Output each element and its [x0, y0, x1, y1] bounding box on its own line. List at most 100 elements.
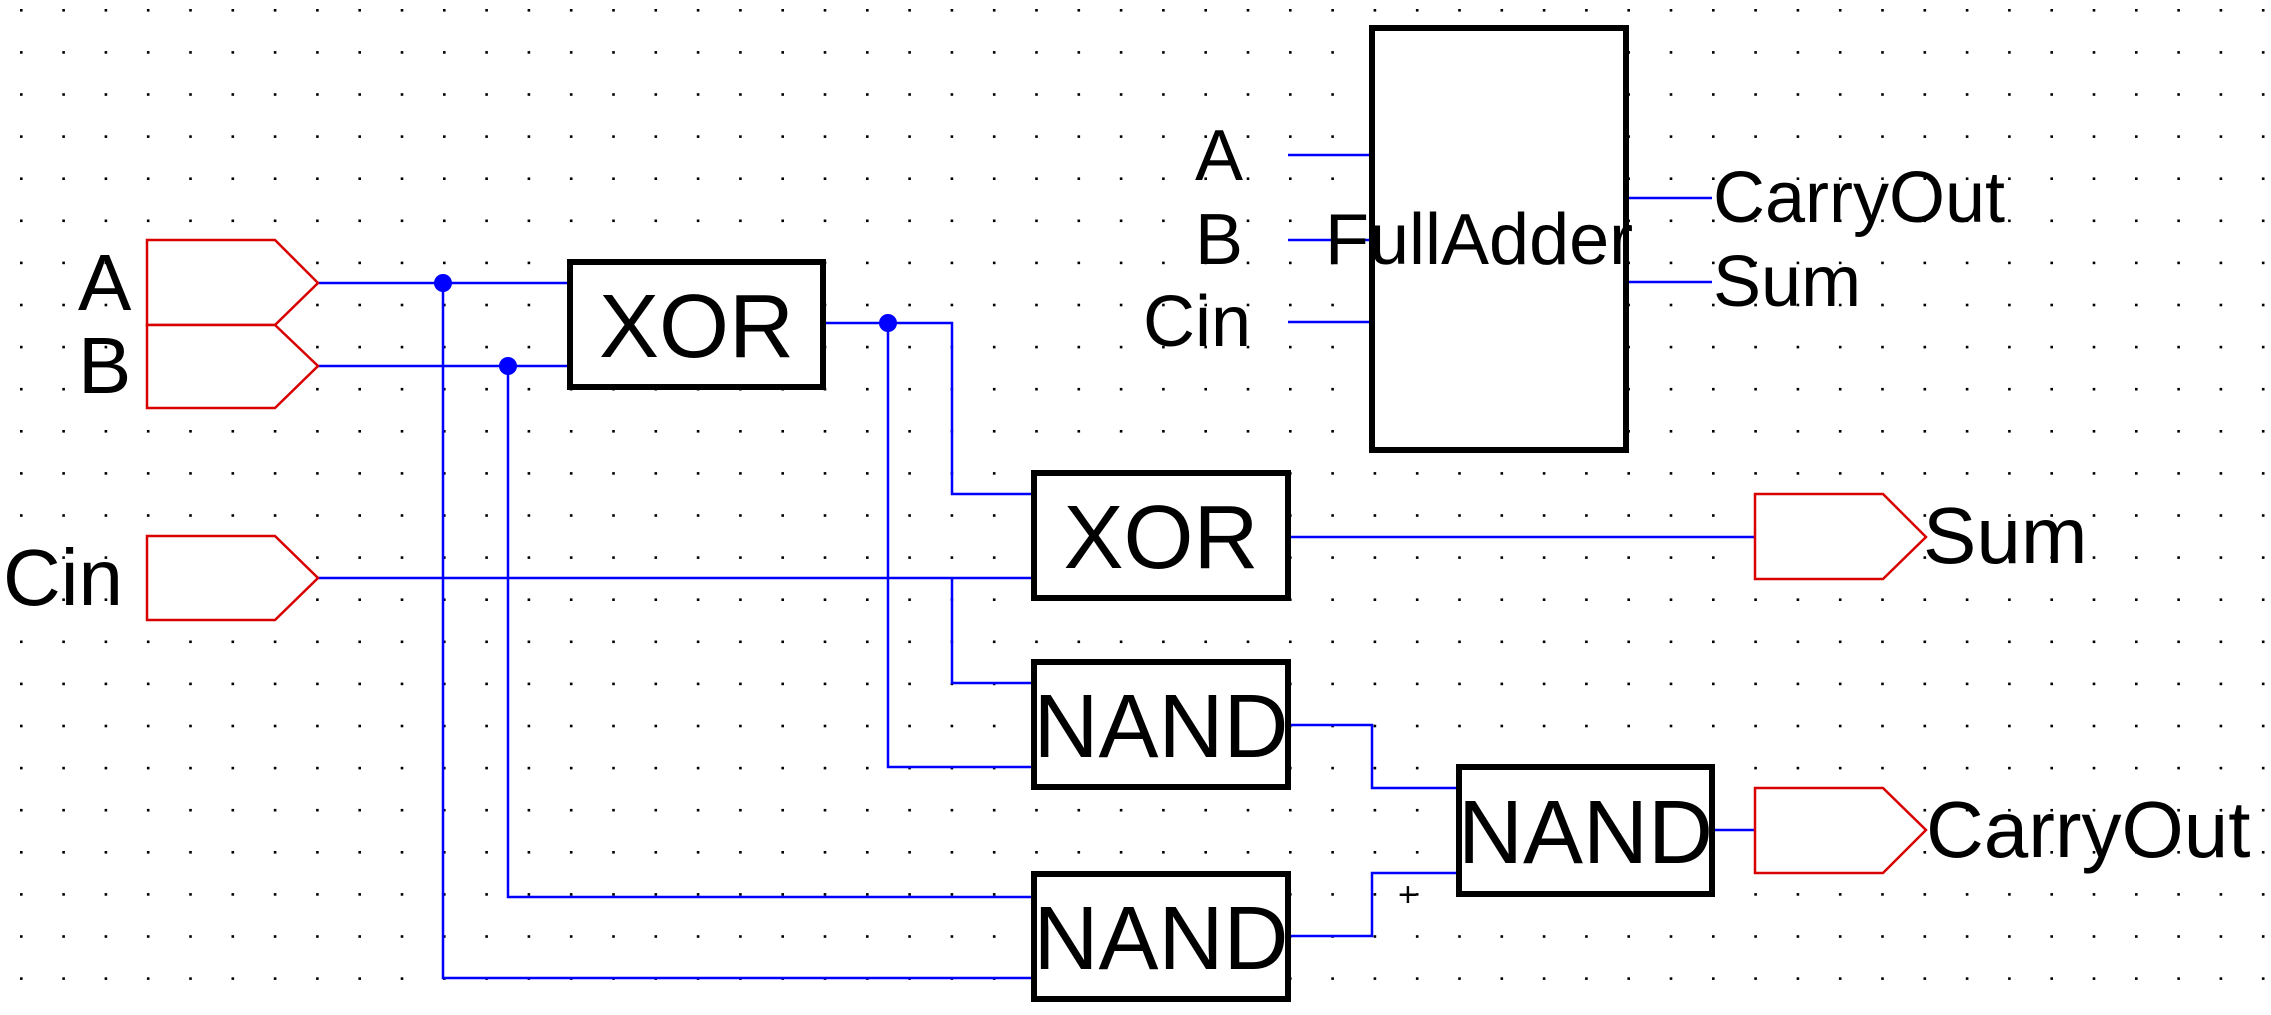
output-port-sum[interactable]: Sum	[1753, 491, 2088, 581]
grid-dot	[1373, 851, 1377, 854]
grid-dot	[1500, 556, 1504, 559]
fulladder-symbol[interactable]: A B Cin CarryOut Sum FullAdder	[1143, 25, 2005, 453]
grid-dot	[1415, 851, 1419, 854]
grid-dot	[1923, 135, 1927, 138]
grid-dot	[2261, 514, 2265, 517]
wire-xor1-out[interactable]	[823, 321, 1034, 496]
grid-dot	[2135, 977, 2138, 980]
gate-nand-1[interactable]: NAND	[1031, 659, 1291, 790]
grid-dot	[62, 261, 65, 265]
grid-dot	[823, 219, 827, 223]
grid-dot	[696, 766, 700, 770]
grid-dot	[1838, 640, 1842, 644]
grid-dot	[273, 472, 277, 475]
grid-dot	[1881, 387, 1884, 391]
wire-xor1-to-nand1[interactable]	[886, 323, 1034, 769]
grid-dot	[2135, 51, 2138, 54]
grid-dot	[2261, 387, 2265, 391]
wire-cin-to-nand1[interactable]	[950, 578, 1034, 685]
grid-dot	[443, 640, 446, 644]
grid-dot	[992, 808, 996, 812]
grid-dot	[146, 808, 150, 812]
grid-dot	[20, 135, 23, 138]
grid-dot	[823, 598, 827, 601]
grid-dot	[1035, 135, 1038, 138]
grid-dot	[654, 177, 658, 180]
wire-a-to-nand3[interactable]	[441, 283, 1034, 980]
grid-dot	[2092, 261, 2096, 265]
grid-dot	[569, 135, 573, 138]
grid-dot	[569, 640, 573, 644]
grid-dot	[1585, 472, 1588, 475]
grid-dot	[1712, 598, 1715, 601]
grid-dot	[1542, 9, 1546, 12]
grid-dot	[1289, 345, 1292, 349]
grid-dot	[62, 977, 65, 980]
grid-dot	[1712, 935, 1715, 938]
gate-label: NAND	[1033, 677, 1288, 777]
grid-dot	[1331, 93, 1334, 96]
grid-dot	[992, 514, 996, 517]
grid-dot	[1669, 682, 1673, 686]
grid-dot	[62, 556, 65, 559]
input-port-a[interactable]: A	[78, 238, 320, 327]
grid-dot	[1796, 219, 1800, 223]
junction-xor1-out	[879, 314, 897, 332]
grid-dot	[527, 598, 531, 601]
gate-xor-1[interactable]: XOR	[567, 259, 826, 390]
grid-dot	[612, 135, 615, 138]
grid-dot	[866, 893, 869, 896]
grid-dot	[1923, 93, 1927, 96]
wire-nand3-out[interactable]	[1288, 871, 1459, 938]
wire-b-to-nand3[interactable]	[506, 366, 1034, 899]
grid-dot	[1923, 977, 1927, 980]
grid-dot	[612, 682, 615, 686]
grid-dot	[231, 430, 235, 433]
grid-dot	[231, 472, 235, 475]
grid-dot	[950, 93, 954, 96]
grid-dot	[146, 935, 150, 938]
grid-dot	[654, 514, 658, 517]
wire-nand1-out[interactable]	[1288, 723, 1459, 790]
grid-dot	[1881, 598, 1884, 601]
grid-dot	[908, 514, 911, 517]
gate-nand-3[interactable]: NAND	[1031, 871, 1291, 1002]
grid-dot	[400, 430, 404, 433]
grid-dot	[316, 9, 319, 12]
grid-dot	[1204, 430, 1207, 433]
grid-dot	[2092, 682, 2096, 686]
input-port-b[interactable]: B	[78, 321, 320, 410]
grid-dot	[2050, 893, 2053, 896]
grid-dot	[20, 345, 23, 349]
grid-dot	[62, 9, 65, 12]
grid-dot	[2050, 640, 2053, 644]
grid-dot	[1373, 724, 1377, 728]
input-port-cin[interactable]: Cin	[3, 533, 320, 622]
grid-dot	[189, 935, 192, 938]
grid-dot	[823, 682, 827, 686]
grid-dot	[2092, 135, 2096, 138]
grid-dot	[1331, 345, 1334, 349]
grid-dot	[1712, 724, 1715, 728]
grid-dot	[485, 808, 488, 812]
grid-dot	[1796, 135, 1800, 138]
output-port-carry-out[interactable]: CarryOut	[1753, 785, 2251, 875]
grid-dot	[2135, 177, 2138, 180]
grid-dot	[2092, 472, 2096, 475]
grid-dot	[992, 93, 996, 96]
gate-nand-2[interactable]: NAND	[1456, 764, 1715, 897]
grid-dot	[908, 598, 911, 601]
grid-dot	[527, 430, 531, 433]
grid-dot	[1289, 303, 1292, 307]
grid-dot	[1838, 9, 1842, 12]
grid-dot	[358, 598, 361, 601]
gate-xor-2[interactable]: XOR	[1031, 470, 1291, 601]
grid-dot	[823, 724, 827, 728]
grid-dot	[20, 935, 23, 938]
grid-dot	[1289, 135, 1292, 138]
grid-dot	[1965, 640, 1969, 644]
grid-dot	[62, 640, 65, 644]
grid-dot	[2177, 556, 2180, 559]
grid-dot	[1415, 766, 1419, 770]
